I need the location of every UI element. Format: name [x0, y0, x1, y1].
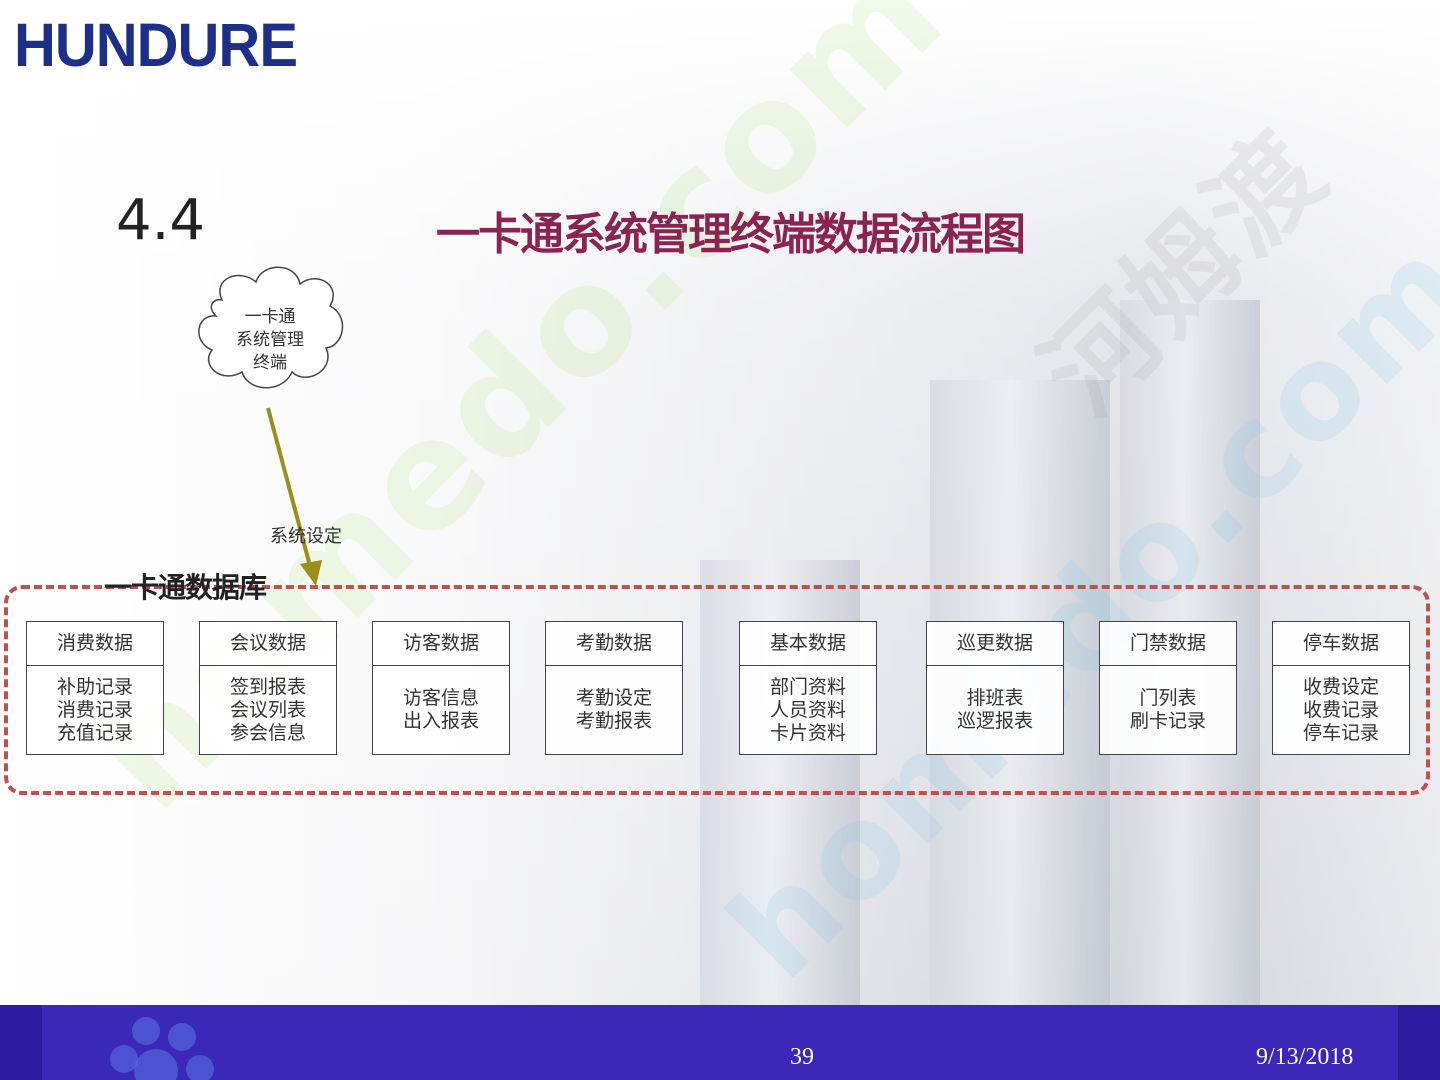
flow-arrow-line: [266, 407, 312, 567]
category-title: 会议数据: [200, 622, 336, 666]
company-logo: HUNDURE: [14, 11, 298, 80]
category-items: 收费设定 收费记录 停车记录: [1273, 666, 1409, 754]
category-items: 签到报表 会议列表 参会信息: [200, 666, 336, 754]
source-line: 终端: [253, 353, 287, 373]
category-box: 巡更数据 排班表 巡逻报表: [926, 621, 1064, 755]
source-line: 一卡通: [244, 307, 296, 327]
category-item: 补助记录: [56, 675, 133, 698]
category-title: 门禁数据: [1100, 622, 1236, 666]
page-title: 一卡通系统管理终端数据流程图: [436, 209, 1026, 260]
category-item: 参会信息: [229, 721, 306, 744]
category-items: 部门资料 人员资料 卡片资料: [740, 666, 876, 754]
category-box: 会议数据 签到报表 会议列表 参会信息: [199, 621, 337, 755]
category-item: 访客信息: [402, 687, 479, 709]
category-item: 出入报表: [402, 710, 479, 732]
category-box: 门禁数据 门列表 刷卡记录: [1099, 621, 1237, 755]
category-box: 访客数据 访客信息 出入报表: [372, 621, 510, 755]
category-item: 签到报表: [229, 675, 306, 698]
database-label: 一卡通数据库: [104, 571, 267, 604]
category-box: 基本数据 部门资料 人员资料 卡片资料: [739, 621, 877, 755]
category-title: 消费数据: [27, 622, 163, 666]
category-box: 消费数据 补助记录 消费记录 充值记录: [26, 621, 164, 755]
footer-right-block: [1398, 1005, 1440, 1080]
category-items: 访客信息 出入报表: [373, 666, 509, 754]
category-item: 停车记录: [1302, 721, 1379, 744]
category-item: 卡片资料: [769, 721, 846, 744]
category-item: 巡逻报表: [956, 710, 1033, 732]
flow-diagram-graphics: [198, 266, 344, 586]
footer-left-block: [0, 1005, 42, 1080]
category-item: 收费设定: [1302, 675, 1379, 698]
page-number: 39: [790, 1044, 814, 1070]
section-number: 4.4: [116, 188, 206, 253]
slide-date: 9/13/2018: [1256, 1044, 1354, 1070]
category-item: 考勤设定: [575, 687, 652, 709]
source-line: 系统管理: [236, 330, 304, 350]
category-items: 考勤设定 考勤报表: [546, 666, 682, 754]
category-item: 排班表: [966, 687, 1024, 709]
category-title: 基本数据: [740, 622, 876, 666]
flow-arrow-head: [300, 560, 322, 586]
category-items: 排班表 巡逻报表: [927, 666, 1063, 754]
category-item: 门列表: [1139, 687, 1197, 709]
category-item: 收费记录: [1302, 698, 1379, 721]
cloud-shape: [198, 266, 344, 389]
category-title: 巡更数据: [927, 622, 1063, 666]
category-box: 考勤数据 考勤设定 考勤报表: [545, 621, 683, 755]
category-title: 访客数据: [373, 622, 509, 666]
category-item: 部门资料: [769, 675, 846, 698]
category-item: 充值记录: [56, 721, 133, 744]
footer-bar: [0, 1005, 1440, 1080]
category-item: 会议列表: [229, 698, 306, 721]
category-item: 消费记录: [56, 698, 133, 721]
category-items: 门列表 刷卡记录: [1100, 666, 1236, 754]
category-items: 补助记录 消费记录 充值记录: [27, 666, 163, 754]
category-title: 停车数据: [1273, 622, 1409, 666]
category-item: 人员资料: [769, 698, 846, 721]
category-title: 考勤数据: [546, 622, 682, 666]
category-box: 停车数据 收费设定 收费记录 停车记录: [1272, 621, 1410, 755]
category-item: 刷卡记录: [1129, 710, 1206, 732]
database-frame: [4, 585, 1430, 795]
flower-logo-icon: [110, 1017, 214, 1080]
source-terminal: 一卡通 系统管理 终端: [208, 306, 332, 375]
arrow-label: 系统设定: [270, 526, 342, 547]
category-item: 考勤报表: [575, 710, 652, 732]
